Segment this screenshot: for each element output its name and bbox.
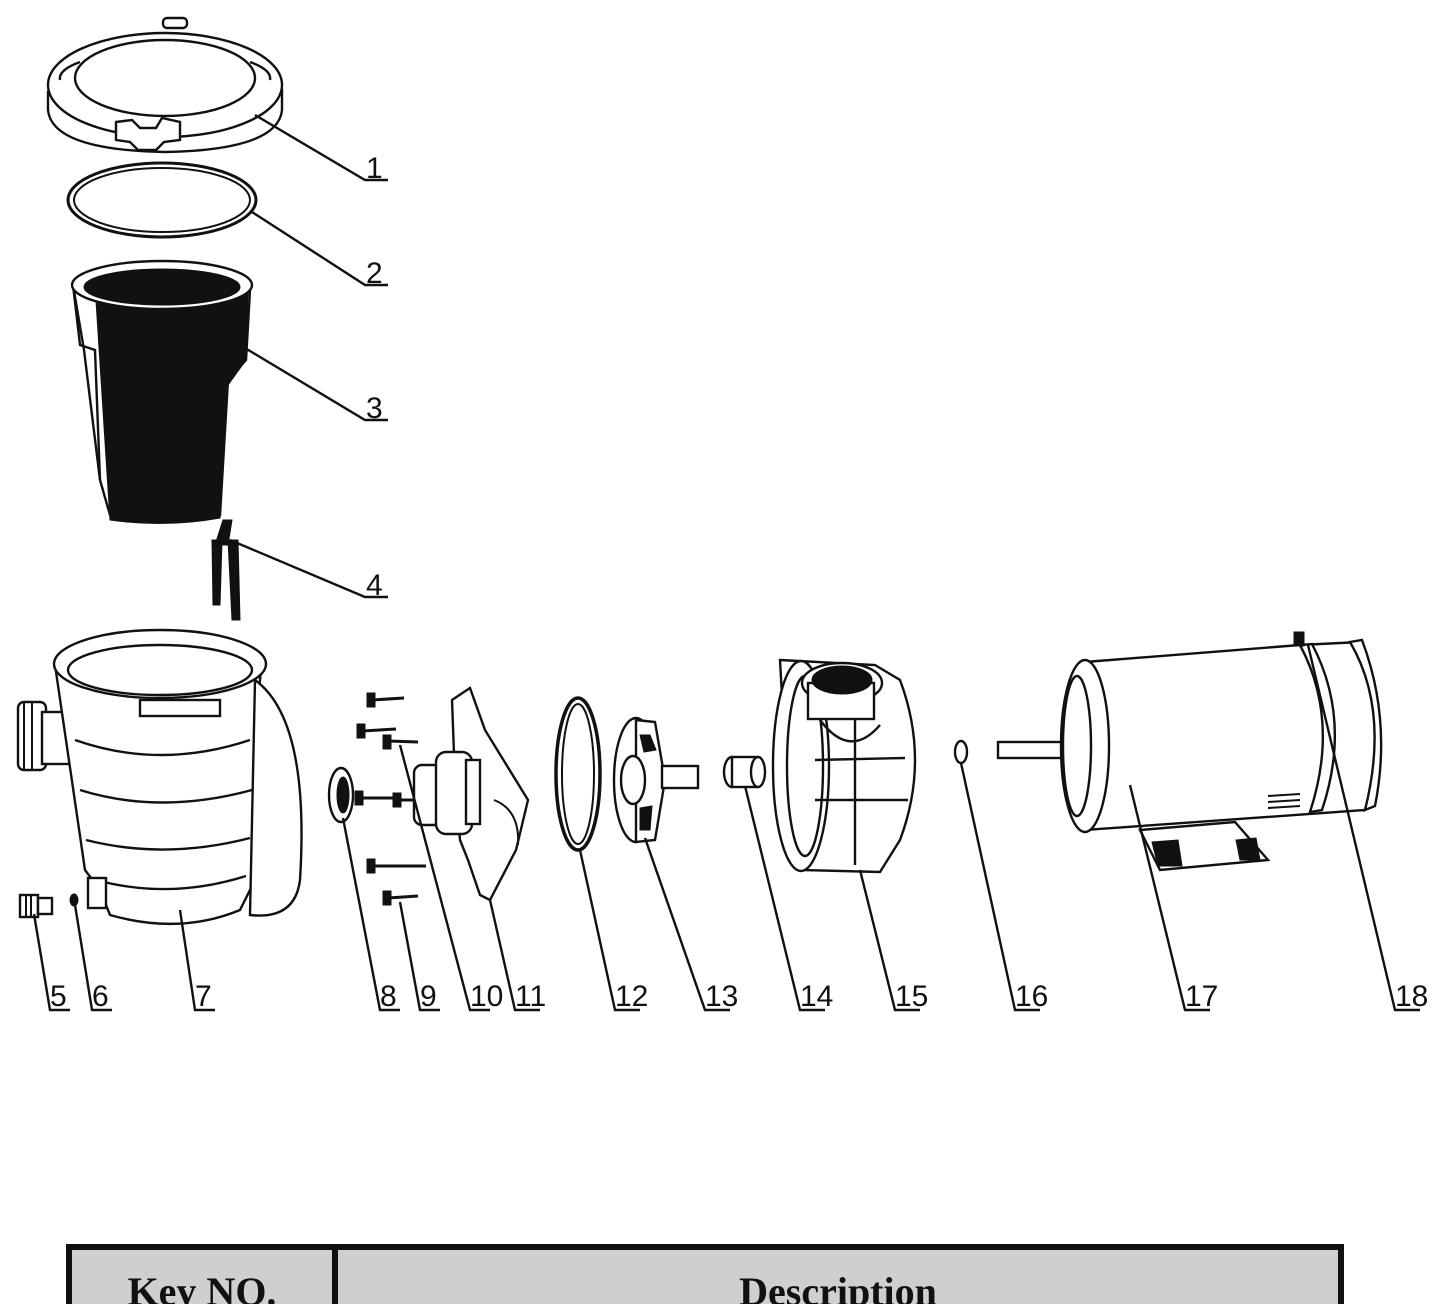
callout-9: 9 [420,980,437,1013]
part-4-drain-key [211,519,241,621]
callout-18: 18 [1395,980,1428,1013]
part-16-washer [953,739,969,765]
callout-6: 6 [92,980,109,1013]
callout-12: 12 [615,980,648,1013]
callout-8: 8 [380,980,397,1013]
part-5-hose-adapter [18,893,54,919]
callout-11: 11 [515,980,546,1013]
callout-10: 10 [470,980,503,1013]
part-2-lid-o-ring [66,161,258,239]
callout-14: 14 [800,980,833,1013]
part-15-volute [771,658,917,874]
part-1-lid [46,16,284,154]
part-7-pump-housing [16,628,303,926]
callout-13: 13 [705,980,738,1013]
callout-5: 5 [50,980,67,1013]
part-11-seal-plate [412,686,530,902]
part-14-insert [722,755,767,789]
table-header-description-label: Description [739,1269,937,1304]
table-header-key-no: Key NO. [72,1250,338,1304]
part-8-shaft-seal [327,766,355,824]
callout-16: 16 [1015,980,1048,1013]
parts-table-header: Key NO. Description [66,1244,1344,1304]
part-6-small-o-ring [69,893,79,907]
leader-lines [32,113,1420,1012]
callout-numbers: 1 2 3 4 5 6 7 8 9 10 11 12 13 14 15 16 1… [50,152,1428,1013]
callout-17: 17 [1185,980,1218,1013]
part-9-screws [354,692,426,906]
part-13-impeller [612,716,700,844]
callout-7: 7 [195,980,212,1013]
table-header-key-no-label: Key NO. [127,1269,277,1304]
callout-4: 4 [366,569,383,602]
part-17-motor [996,631,1383,872]
callout-15: 15 [895,980,928,1013]
callout-2: 2 [366,257,383,290]
part-10-screws [382,734,419,808]
callout-3: 3 [366,392,383,425]
part-12-o-ring [554,696,602,852]
table-header-description: Description [338,1250,1338,1304]
part-3-strainer-basket [70,259,254,525]
callout-1: 1 [366,152,383,185]
